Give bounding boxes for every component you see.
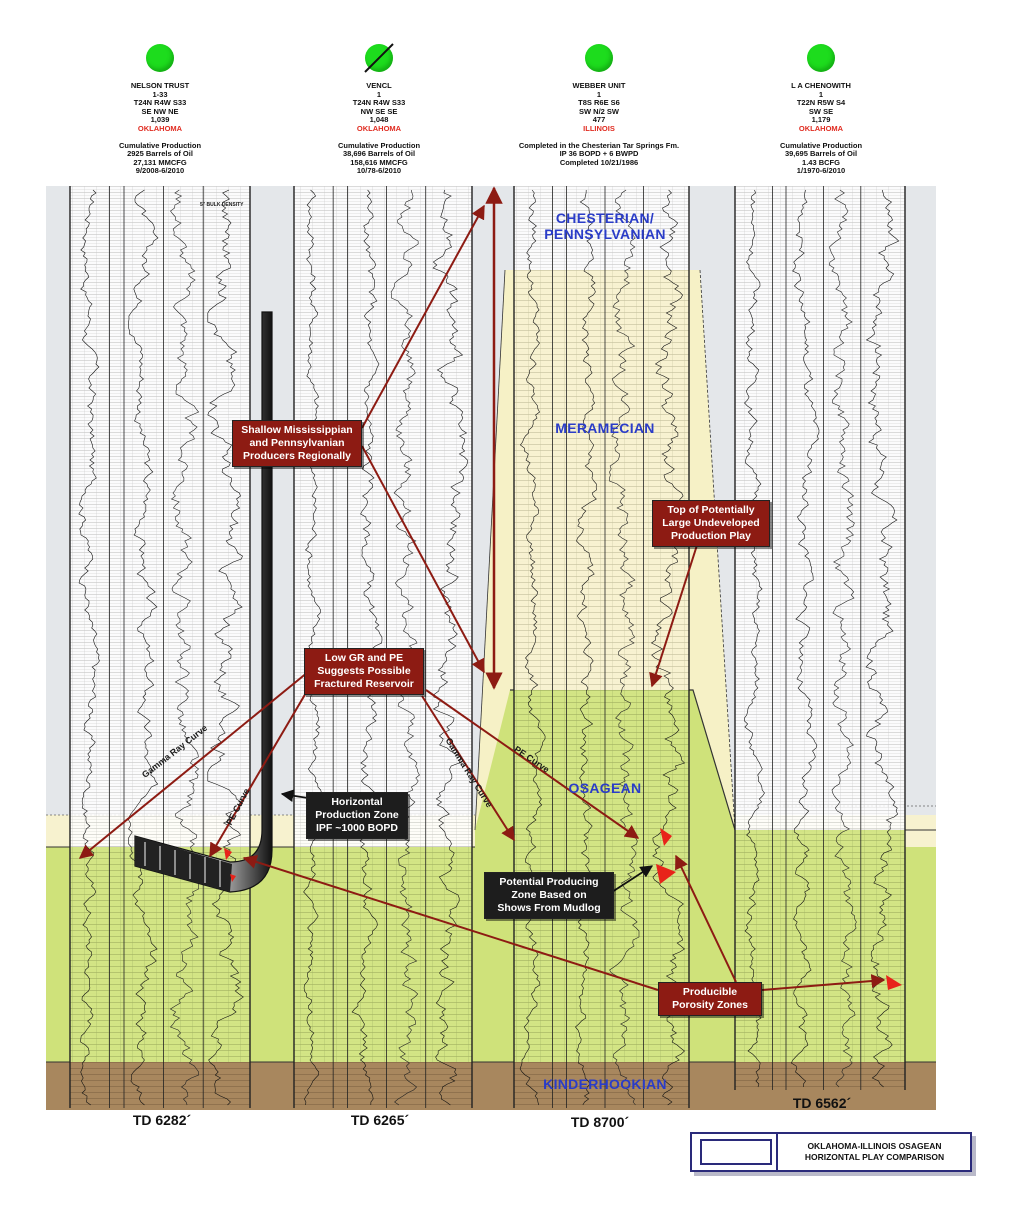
- well-state: OKLAHOMA: [356, 123, 402, 133]
- well-header-vencl: VENCL 1 T24N R4W S33 NW SE SE 1,048 OKLA…: [279, 81, 479, 176]
- callout-line: IPF ~1000 BOPD: [316, 822, 398, 834]
- well-elevation: 1,039: [150, 115, 170, 125]
- production-line: 39,695 Barrels of Oil: [784, 149, 858, 159]
- td-label-webber: TD 8700´: [570, 1114, 630, 1130]
- well-log-nelson: [69, 186, 251, 1108]
- production-line: Completed 10/21/1986: [559, 157, 639, 167]
- well-location: T24N R4W S33: [352, 98, 406, 108]
- td-label-vencl: TD 6265´: [350, 1112, 410, 1128]
- stage-label-meramecian: MERAMECIAN: [555, 420, 655, 436]
- callout-mudlog-zone: Potential Producing Zone Based on Shows …: [484, 872, 614, 919]
- callout-line: Shows From Mudlog: [497, 902, 601, 914]
- stage-line: PENNSYLVANIAN: [544, 226, 666, 242]
- production-line: 27,131 MMCFG: [133, 157, 187, 167]
- well-quarter: SE NW NE: [141, 106, 179, 116]
- well-number: 1: [376, 89, 382, 99]
- callout-line: Low GR and PE: [324, 652, 404, 664]
- callout-line: Shallow Mississippian: [241, 424, 353, 436]
- title-block-logo-box: [700, 1139, 772, 1165]
- production-line: 38,696 Barrels of Oil: [342, 149, 416, 159]
- td-label-nelson: TD 6282´: [132, 1112, 192, 1128]
- stage-label-chesterian: CHESTERIAN/ PENNSYLVANIAN: [520, 210, 690, 242]
- well-log-chenowith: [734, 186, 906, 1090]
- production-line: 158,616 MMCFG: [350, 157, 408, 167]
- well-header-webber: WEBBER UNIT 1 T8S R6E S6 SW N/2 SW 477 I…: [499, 81, 699, 167]
- production-line: Cumulative Production: [337, 140, 421, 150]
- td-label-chenowith: TD 6562´: [792, 1095, 852, 1111]
- production-line: 10/78-6/2010: [356, 166, 402, 176]
- well-number: 1: [596, 89, 602, 99]
- well-state: OKLAHOMA: [798, 123, 844, 133]
- callout-line: Production Zone: [315, 809, 399, 821]
- well-quarter: NW SE SE: [360, 106, 398, 116]
- well-name: L A CHENOWITH: [791, 81, 851, 90]
- callout-line: Top of Potentially: [667, 504, 755, 516]
- callout-horizontal-zone: Horizontal Production Zone IPF ~1000 BOP…: [306, 792, 408, 839]
- well-status-dot-chenowith: [807, 44, 835, 72]
- well-number: 1-33: [152, 89, 168, 99]
- callout-top-of-play: Top of Potentially Large Undeveloped Pro…: [652, 500, 770, 547]
- well-elevation: 1,179: [811, 115, 831, 125]
- title-block: OKLAHOMA-ILLINOIS OSAGEAN HORIZONTAL PLA…: [690, 1132, 972, 1172]
- well-elevation: 477: [592, 115, 606, 125]
- well-header-chenowith: L A CHENOWITH 1 T22N R5W S4 SW SE 1,179 …: [721, 81, 921, 176]
- well-name: WEBBER UNIT: [572, 81, 626, 90]
- production-line: 9/2008-6/2010: [135, 166, 185, 176]
- well-log-vencl: [293, 186, 473, 1108]
- well-location: T22N R5W S4: [796, 98, 846, 108]
- well-quarter: SW N/2 SW: [578, 106, 619, 116]
- production-line: 1/1970-6/2010: [796, 166, 846, 176]
- well-elevation: 1,048: [369, 115, 389, 125]
- well-log-webber: [513, 186, 690, 1108]
- production-line: Completed in the Chesterian Tar Springs …: [518, 140, 680, 150]
- production-line: Cumulative Production: [118, 140, 202, 150]
- callout-line: Potential Producing: [499, 876, 599, 888]
- production-line: 2925 Barrels of Oil: [127, 149, 193, 159]
- production-line: IP 36 BOPD + 6 BWPD: [559, 149, 639, 159]
- callout-shallow-producers: Shallow Mississippian and Pennsylvanian …: [232, 420, 362, 467]
- well-location: T8S R6E S6: [578, 98, 620, 108]
- callout-line: Large Undeveloped: [662, 517, 760, 529]
- plugged-slash-icon: [364, 43, 394, 73]
- well-state: ILLINOIS: [583, 123, 615, 133]
- log-header-label: 5" BULK DENSITY: [200, 202, 244, 208]
- callout-line: Fractured Reservoir: [314, 678, 414, 690]
- production-line: 1.43 BCFG: [802, 157, 840, 167]
- well-status-dot-nelson: [146, 44, 174, 72]
- callout-line: Zone Based on: [511, 889, 587, 901]
- well-header-nelson: NELSON TRUST 1-33 T24N R4W S33 SE NW NE …: [60, 81, 260, 176]
- well-number: 1: [818, 89, 824, 99]
- callout-line: Producible: [682, 986, 738, 998]
- callout-line: Production Play: [671, 530, 751, 542]
- title-block-text: OKLAHOMA-ILLINOIS OSAGEAN HORIZONTAL PLA…: [782, 1141, 967, 1163]
- callout-porosity-zones: Producible Porosity Zones: [658, 982, 762, 1016]
- callout-line: Suggests Possible: [317, 665, 411, 677]
- title-line: HORIZONTAL PLAY COMPARISON: [804, 1152, 945, 1162]
- stage-label-osagean: OSAGEAN: [568, 780, 642, 796]
- production-line: Cumulative Production: [779, 140, 863, 150]
- well-name: VENCL: [366, 81, 392, 90]
- stage-line: CHESTERIAN/: [555, 210, 655, 226]
- callout-line: Porosity Zones: [672, 999, 748, 1011]
- stage-label-kinderhookian: KINDERHOOKIAN: [543, 1076, 667, 1092]
- callout-line: Horizontal: [331, 796, 383, 808]
- well-status-dot-webber: [585, 44, 613, 72]
- title-line: OKLAHOMA-ILLINOIS OSAGEAN: [807, 1141, 942, 1151]
- callout-low-gr-pe: Low GR and PE Suggests Possible Fracture…: [304, 648, 424, 695]
- callout-line: and Pennsylvanian: [249, 437, 345, 449]
- well-state: OKLAHOMA: [137, 123, 183, 133]
- callout-line: Producers Regionally: [243, 450, 351, 462]
- well-location: T24N R4W S33: [133, 98, 187, 108]
- well-name: NELSON TRUST: [130, 81, 190, 90]
- well-quarter: SW SE: [808, 106, 834, 116]
